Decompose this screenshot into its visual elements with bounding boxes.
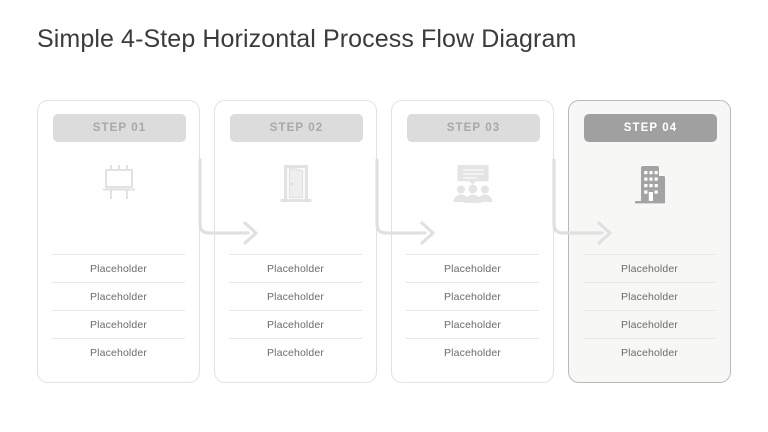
- step-header-2[interactable]: STEP 02: [230, 114, 363, 142]
- list-item[interactable]: Placeholder: [52, 338, 185, 366]
- list-item[interactable]: Placeholder: [583, 282, 716, 310]
- placeholder-text: Placeholder: [620, 346, 679, 359]
- placeholder-text: Placeholder: [620, 318, 679, 331]
- step-header-3[interactable]: STEP 03: [407, 114, 540, 142]
- list-item[interactable]: Placeholder: [406, 254, 539, 282]
- placeholder-text: Placeholder: [443, 262, 502, 275]
- placeholder-list-2: Placeholder Placeholder Placeholder Plac…: [229, 254, 362, 366]
- placeholder-text: Placeholder: [89, 318, 148, 331]
- step-header-label-4: STEP 04: [623, 122, 678, 134]
- open-door-icon: [215, 153, 376, 215]
- step-card-3[interactable]: STEP 03: [391, 100, 554, 383]
- placeholder-text: Placeholder: [89, 346, 148, 359]
- placeholder-text: Placeholder: [266, 262, 325, 275]
- list-item[interactable]: Placeholder: [583, 254, 716, 282]
- step-card-1[interactable]: STEP 01: [37, 100, 200, 383]
- page-title: Simple 4-Step Horizontal Process Flow Di…: [37, 25, 577, 53]
- list-item[interactable]: Placeholder: [583, 310, 716, 338]
- step-header-label-1: STEP 01: [92, 122, 147, 134]
- step-card-2[interactable]: STEP 02 Placeholder Placeholder Placehol…: [214, 100, 377, 383]
- placeholder-text: Placeholder: [266, 346, 325, 359]
- list-item[interactable]: Placeholder: [406, 338, 539, 366]
- list-item[interactable]: Placeholder: [406, 282, 539, 310]
- list-item[interactable]: Placeholder: [52, 282, 185, 310]
- list-item[interactable]: Placeholder: [52, 254, 185, 282]
- office-building-icon: [569, 153, 730, 215]
- placeholder-text: Placeholder: [266, 290, 325, 303]
- step-header-label-2: STEP 02: [269, 122, 324, 134]
- placeholder-text: Placeholder: [266, 318, 325, 331]
- list-item[interactable]: Placeholder: [52, 310, 185, 338]
- list-item[interactable]: Placeholder: [229, 338, 362, 366]
- placeholder-list-1: Placeholder Placeholder Placeholder Plac…: [52, 254, 185, 366]
- list-item[interactable]: Placeholder: [229, 310, 362, 338]
- step-header-1[interactable]: STEP 01: [53, 114, 186, 142]
- list-item[interactable]: Placeholder: [229, 282, 362, 310]
- placeholder-list-3: Placeholder Placeholder Placeholder Plac…: [406, 254, 539, 366]
- step-card-4[interactable]: STEP 04: [568, 100, 731, 383]
- step-header-label-3: STEP 03: [446, 122, 501, 134]
- placeholder-text: Placeholder: [620, 262, 679, 275]
- list-item[interactable]: Placeholder: [583, 338, 716, 366]
- placeholder-text: Placeholder: [443, 290, 502, 303]
- list-item[interactable]: Placeholder: [406, 310, 539, 338]
- step-header-4[interactable]: STEP 04: [584, 114, 717, 142]
- placeholder-list-4: Placeholder Placeholder Placeholder Plac…: [583, 254, 716, 366]
- presentation-audience-icon: [392, 153, 553, 215]
- placeholder-text: Placeholder: [89, 262, 148, 275]
- placeholder-text: Placeholder: [443, 346, 502, 359]
- placeholder-text: Placeholder: [620, 290, 679, 303]
- easel-board-icon: [38, 153, 199, 215]
- placeholder-text: Placeholder: [443, 318, 502, 331]
- list-item[interactable]: Placeholder: [229, 254, 362, 282]
- placeholder-text: Placeholder: [89, 290, 148, 303]
